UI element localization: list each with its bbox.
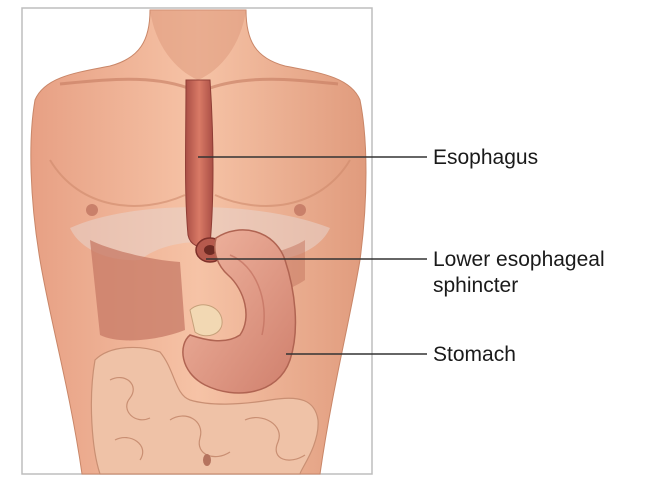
label-esophagus: Esophagus (433, 145, 538, 171)
navel (203, 454, 211, 466)
label-les-line2: sphincter (433, 273, 605, 299)
label-lower-esophageal-sphincter: Lower esophageal sphincter (433, 247, 605, 299)
label-stomach: Stomach (433, 342, 516, 368)
left-nipple (86, 204, 98, 216)
label-les-line1: Lower esophageal (433, 247, 605, 273)
esophagus (186, 80, 214, 247)
right-nipple (294, 204, 306, 216)
